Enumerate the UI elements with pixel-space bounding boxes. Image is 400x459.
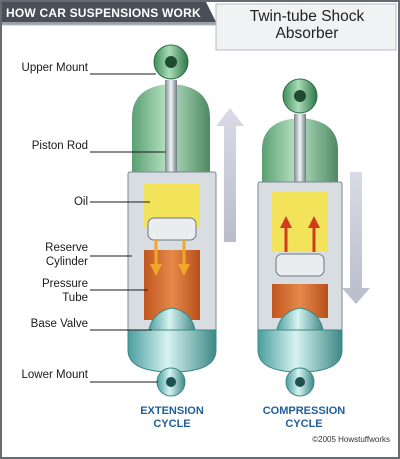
flow-arrowhead-right-2 <box>308 216 320 228</box>
lower-mount-hole <box>166 377 176 387</box>
flow-arrowhead-left <box>150 264 162 276</box>
base-valve-2 <box>275 307 325 337</box>
header-banner-shadow <box>2 22 218 25</box>
label-upper-mount: Upper Mount <box>21 62 88 74</box>
extension-direction-arrow <box>216 108 244 242</box>
extension-cycle-label: EXTENSION CYCLE <box>140 405 204 430</box>
piston-2 <box>275 253 325 277</box>
upper-mount-hole-2 <box>294 90 306 102</box>
compression-direction-arrow <box>342 172 370 304</box>
label-lower-mount: Lower Mount <box>21 369 88 381</box>
copyright-text: ©2005 Howstuffworks <box>312 435 390 444</box>
label-reserve-cylinder: Reserve Cylinder <box>45 242 88 268</box>
label-base-valve: Base Valve <box>30 318 88 330</box>
label-piston-rod: Piston Rod <box>31 140 88 152</box>
compression-shock <box>257 78 370 397</box>
diagram-title: HOW CAR SUSPENSIONS WORK <box>6 6 201 20</box>
upper-mount-hole <box>165 56 177 68</box>
flow-arrowhead-left-2 <box>280 216 292 228</box>
label-oil: Oil <box>73 196 88 208</box>
lower-body-2 <box>257 329 343 373</box>
compression-cycle-label: COMPRESSION CYCLE <box>262 405 346 430</box>
piston <box>147 217 197 241</box>
extension-shock <box>127 44 244 397</box>
header-banner <box>2 2 216 22</box>
oil-upper-2 <box>272 192 328 252</box>
lower-body <box>127 329 217 373</box>
lower-mount-hole-2 <box>295 377 305 387</box>
base-valve <box>147 307 197 337</box>
leader-lines <box>90 73 166 383</box>
flow-arrowhead-right <box>178 264 190 276</box>
label-pressure-tube: Pressure Tube <box>41 278 88 304</box>
diagram-subtitle: Twin-tube Shock Absorber <box>249 8 365 42</box>
subtitle-box <box>215 3 397 51</box>
